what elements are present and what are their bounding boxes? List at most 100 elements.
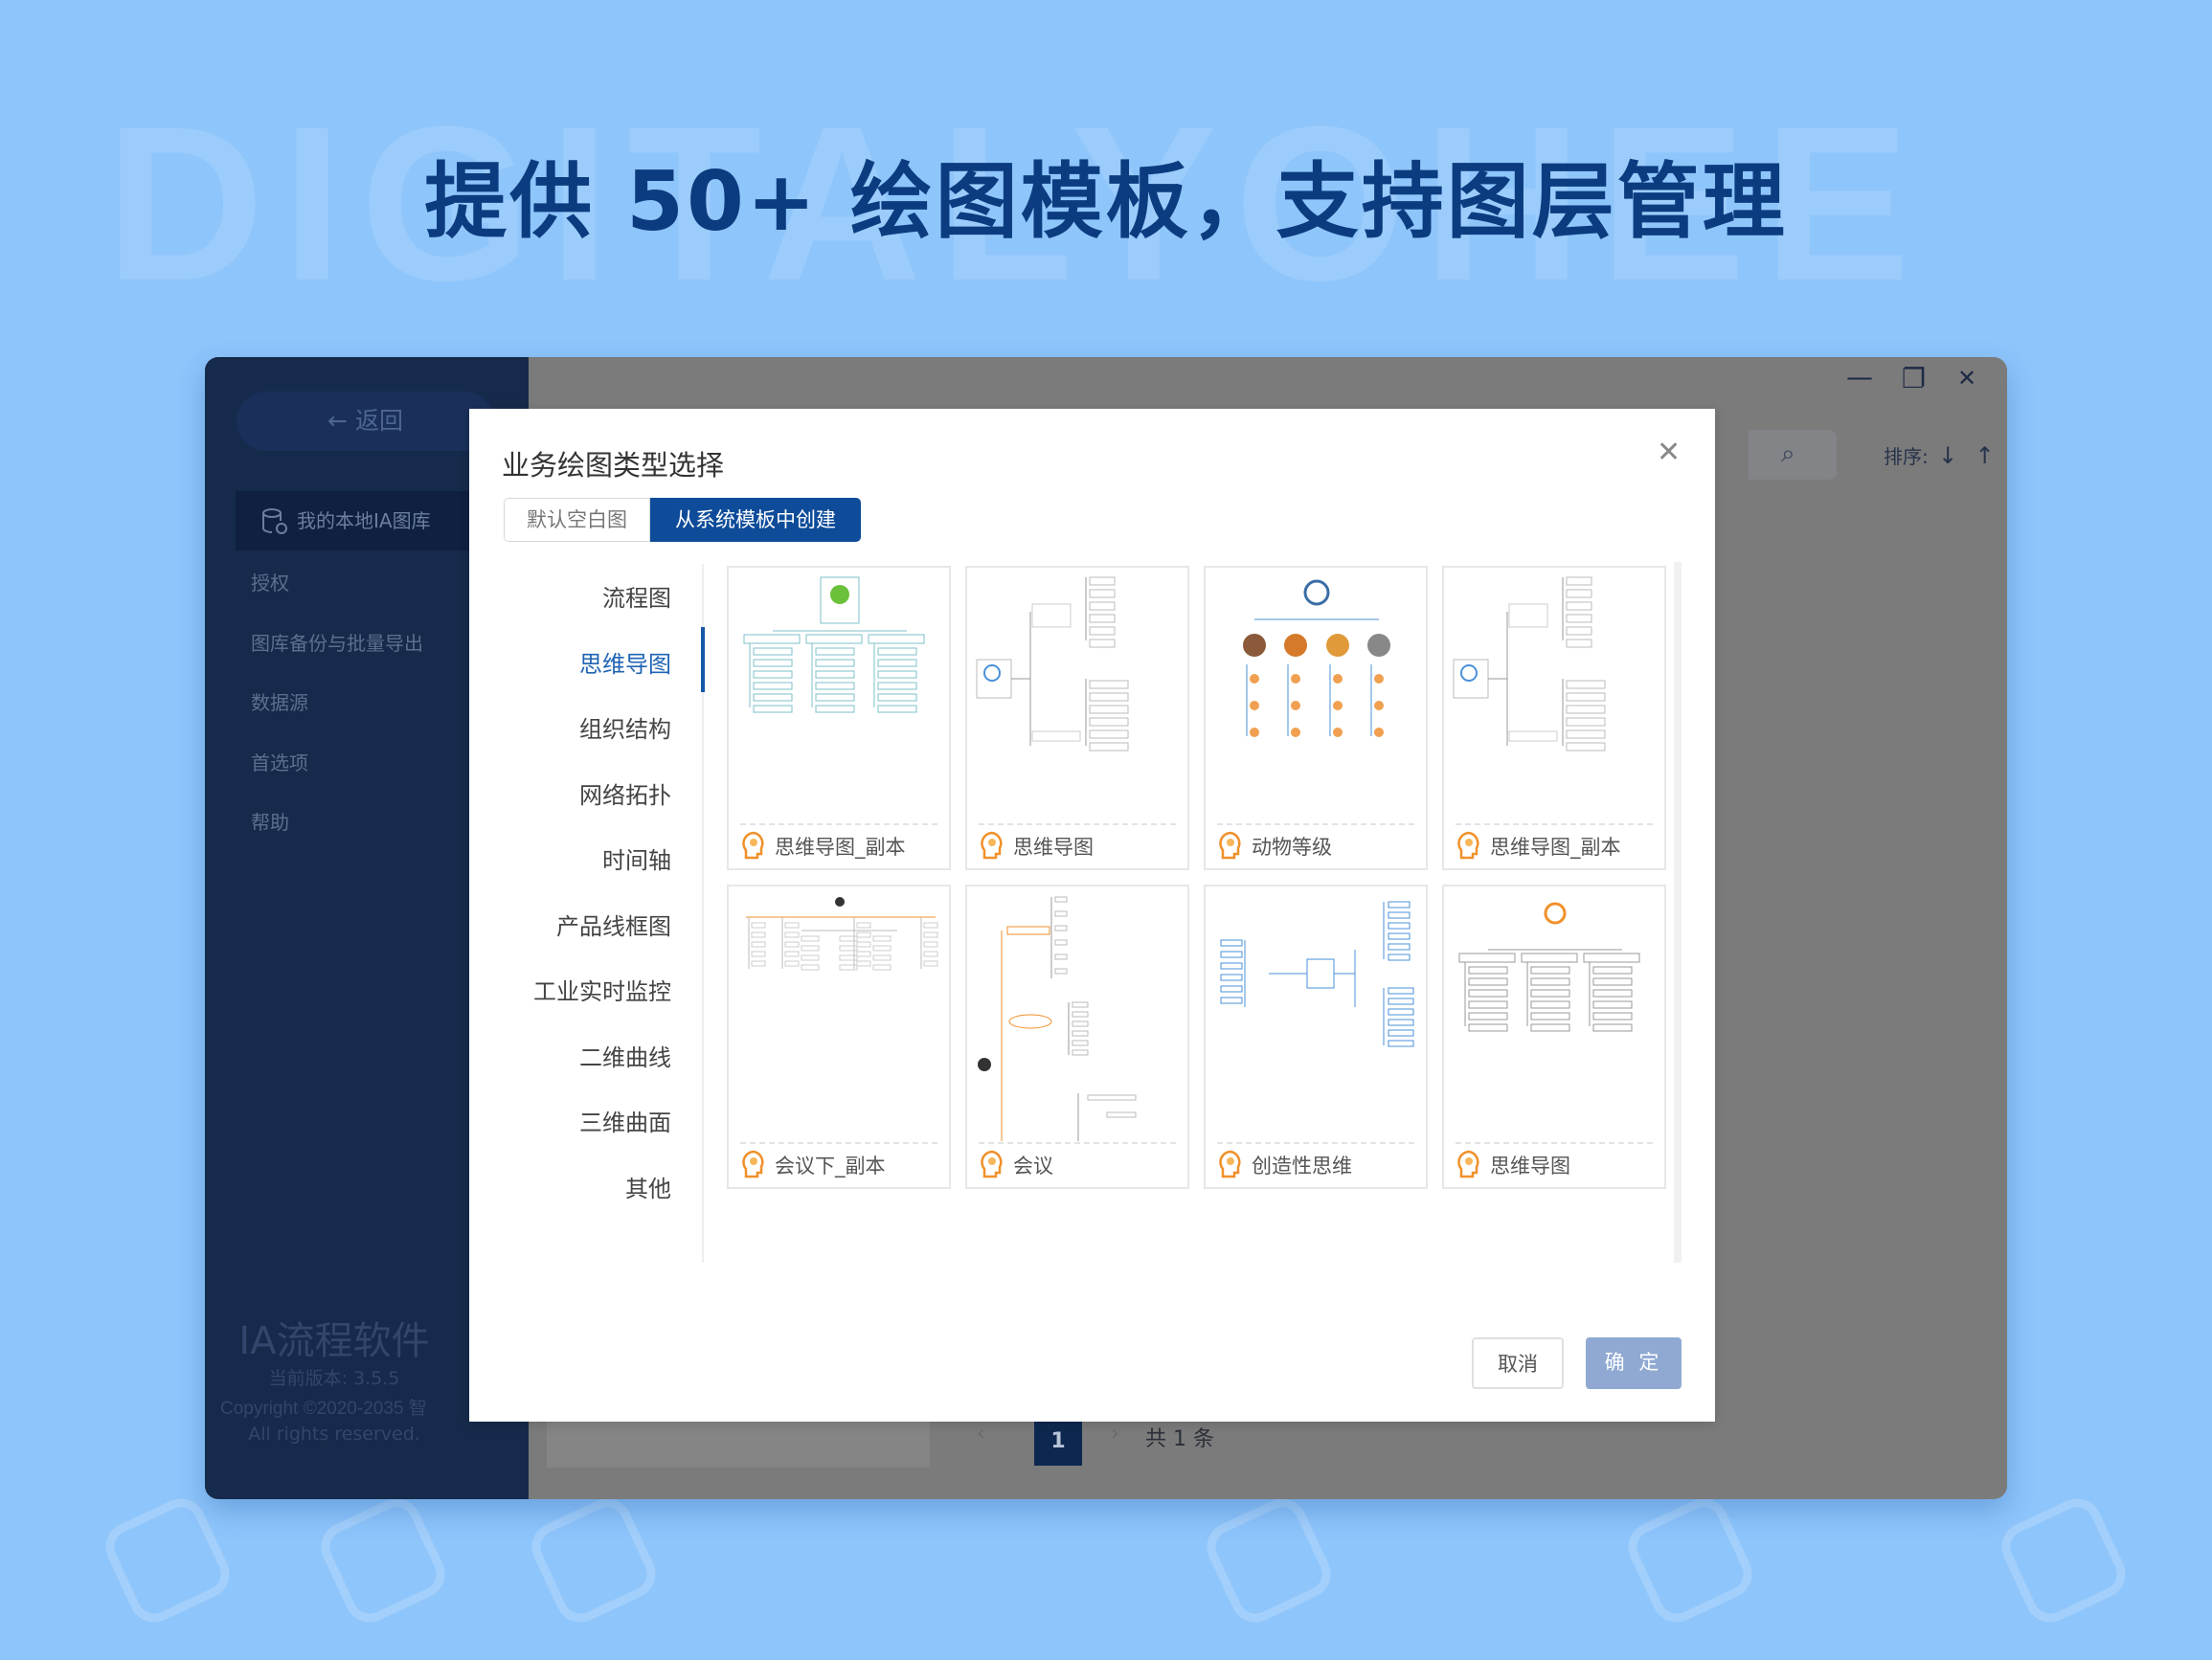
template-name: 动物等级 [1252,836,1332,859]
scrollbar[interactable] [1674,562,1682,1263]
divider [1217,1142,1414,1144]
template-thumbnail [973,573,1182,822]
sidebar-item-backup-export[interactable]: 图库备份与批量导出 [251,632,423,655]
template-card[interactable]: 会议下_副本 [727,885,951,1189]
cancel-button[interactable]: 取消 [1472,1337,1564,1389]
back-button[interactable]: ← 返回 [237,392,494,451]
category-item[interactable]: 二维曲线 [579,1043,671,1071]
template-name: 会议 [1013,1155,1053,1178]
sidebar-item-datasource[interactable]: 数据源 [251,691,308,714]
template-thumbnail [1211,573,1420,822]
lightbulb-head-icon [1219,1150,1241,1178]
template-name: 创造性思维 [1252,1155,1352,1178]
template-name: 会议下_副本 [775,1155,886,1178]
divider [1456,823,1653,825]
divider [979,823,1176,825]
lightbulb-head-icon [1217,831,1244,864]
headline: 提供 50+ 绘图模板，支持图层管理 [424,154,1788,250]
rights-text: All rights reserved. [248,1424,420,1445]
template-thumbnail [1450,573,1659,822]
divider [740,1142,937,1144]
template-thumbnail [1211,892,1420,1141]
sidebar-item-label: 我的本地IA图库 [297,509,431,532]
search-button[interactable]: ⌕ [1749,430,1837,480]
template-thumbnail [973,892,1182,1141]
template-name: 思维导图 [1013,836,1094,859]
background-watermark: DIGITALYOHEE [105,80,1928,326]
template-thumbnail [734,573,943,822]
lightbulb-head-icon [979,831,1005,864]
dialog-title: 业务绘图类型选择 [502,449,725,482]
template-card[interactable]: 创造性思维 [1204,885,1428,1189]
lightbulb-head-icon [1457,831,1479,860]
active-category-indicator [701,627,705,692]
divider [702,564,704,1263]
template-name: 思维导图_副本 [775,836,906,859]
confirm-button[interactable]: 确 定 [1586,1337,1682,1389]
category-item[interactable]: 流程图 [602,585,671,612]
decorative-icon [312,1490,454,1631]
category-item[interactable]: 其他 [625,1175,671,1202]
tab-from-template[interactable]: 从系统模板中创建 [650,498,861,542]
lightbulb-head-icon [1217,1150,1244,1182]
template-name: 思维导图_副本 [1490,836,1621,859]
divider [740,823,937,825]
app-name: IA流程软件 [238,1319,430,1363]
decorative-icon [97,1490,238,1631]
template-card[interactable]: 会议 [965,885,1189,1189]
category-item[interactable]: 工业实时监控 [533,978,671,1005]
sidebar-item-preferences[interactable]: 首选项 [251,751,308,774]
template-card[interactable]: 动物等级 [1204,566,1428,870]
close-dialog-button[interactable]: ✕ [1657,436,1682,469]
close-window-button[interactable]: ✕ [1957,365,1977,392]
lightbulb-head-icon [742,1150,764,1178]
category-item[interactable]: 时间轴 [602,847,671,874]
lightbulb-head-icon [742,831,764,860]
lightbulb-head-icon [1456,1150,1482,1182]
lightbulb-head-icon [1219,831,1241,860]
template-card[interactable]: 思维导图_副本 [727,566,951,870]
sidebar-item-library[interactable]: 我的本地IA图库 [236,491,469,550]
category-item[interactable]: 三维曲面 [579,1110,671,1136]
decorative-icon [523,1490,665,1631]
template-card[interactable]: 思维导图 [965,566,1189,870]
sidebar-item-help[interactable]: 帮助 [251,811,289,834]
decorative-icon [1993,1490,2134,1631]
next-page-button[interactable]: › [1111,1422,1119,1446]
sort-control: 排序: ↓ ↑ [1884,441,1995,469]
template-name: 思维导图 [1490,1155,1570,1178]
decorative-icon [1619,1490,1761,1631]
divider [979,1142,1176,1144]
template-thumbnail [1450,892,1659,1141]
sort-label: 排序: [1884,445,1929,468]
lightbulb-head-icon [1457,1150,1479,1178]
minimize-button[interactable]: — [1846,361,1873,393]
divider [1217,823,1414,825]
template-card[interactable]: 思维导图 [1442,885,1666,1189]
lightbulb-head-icon [1456,831,1482,864]
prev-page-button[interactable]: ‹ [977,1422,985,1446]
template-card[interactable]: 思维导图_副本 [1442,566,1666,870]
page-1-button[interactable]: 1 [1034,1418,1082,1466]
template-thumbnail [734,892,943,1141]
restore-button[interactable]: ❐ [1902,363,1927,394]
template-select-dialog: 业务绘图类型选择 ✕ 默认空白图 从系统模板中创建 流程图思维导图组织结构网络拓… [469,409,1715,1422]
lightbulb-head-icon [740,831,767,864]
lightbulb-head-icon [981,831,1003,860]
category-item[interactable]: 思维导图 [579,650,671,678]
lightbulb-head-icon [979,1150,1005,1182]
database-icon [262,508,287,534]
version-text: 当前版本: 3.5.5 [268,1368,400,1389]
sort-asc-button[interactable]: ↑ [1975,442,1995,469]
category-item[interactable]: 组织结构 [579,716,671,743]
category-item[interactable]: 产品线框图 [556,912,671,940]
category-item[interactable]: 网络拓扑 [579,781,671,809]
lightbulb-head-icon [981,1150,1003,1178]
copyright-text: Copyright ©2020-2035 智 [220,1399,427,1419]
sort-desc-button[interactable]: ↓ [1938,442,1958,469]
sidebar-item-license[interactable]: 授权 [251,572,289,594]
lightbulb-head-icon [740,1150,767,1182]
divider [1456,1142,1653,1144]
search-icon: ⌕ [1781,439,1795,468]
tab-blank-diagram[interactable]: 默认空白图 [504,498,650,542]
